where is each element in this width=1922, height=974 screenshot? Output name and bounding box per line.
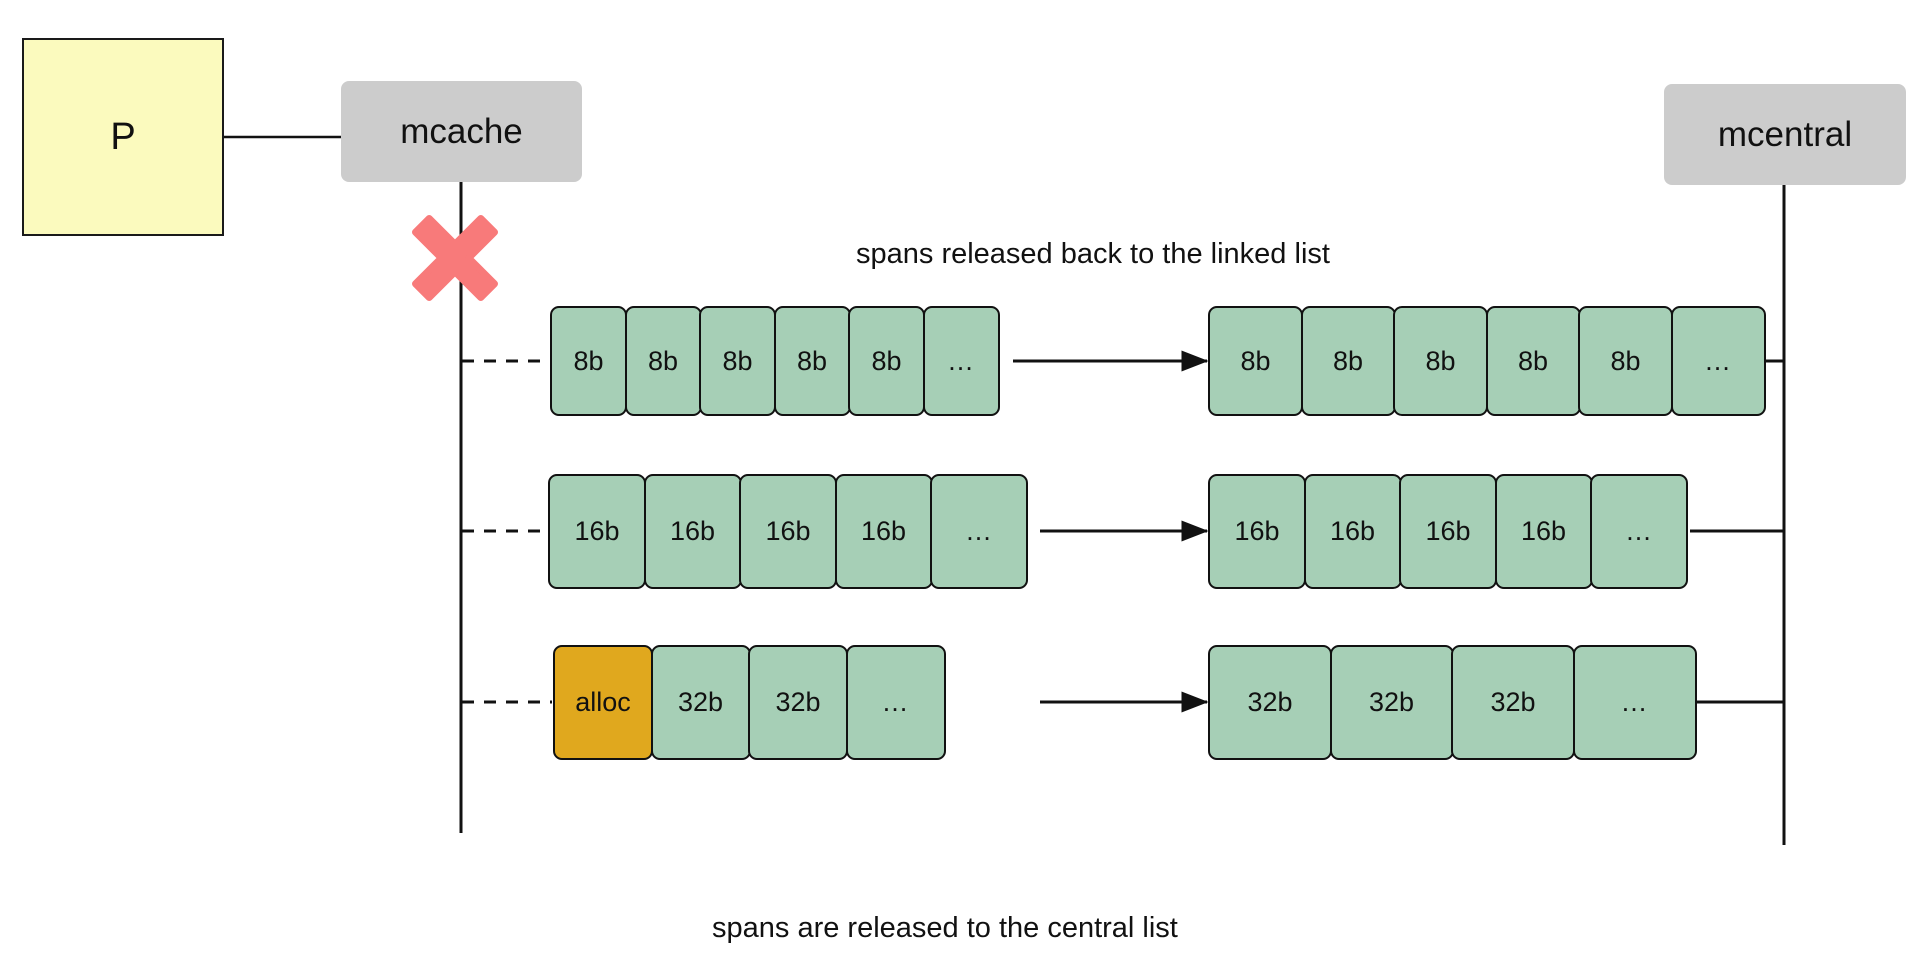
span-cell-ellipsis: … (922, 306, 1000, 416)
span-cell-span: 8b (1300, 306, 1396, 416)
span-cell-span: 16b (548, 474, 646, 589)
node-p-label: P (110, 115, 136, 158)
span-cell-span: 8b (1485, 306, 1581, 416)
red-x-icon (412, 215, 498, 301)
span-cell-span: 16b (739, 474, 837, 589)
span-cell-span: 32b (650, 645, 751, 760)
span-cell-span: 8b (624, 306, 702, 416)
node-mcentral: mcentral (1664, 84, 1906, 185)
span-cell-ellipsis: … (930, 474, 1028, 589)
span-cell-ellipsis: … (1670, 306, 1766, 416)
span-cell-span: 8b (773, 306, 851, 416)
span-cell-alloc: alloc (553, 645, 653, 760)
span-cell-span: 8b (1208, 306, 1303, 416)
node-p: P (22, 38, 224, 236)
span-cell-span: 32b (1208, 645, 1332, 760)
node-mcache: mcache (341, 81, 582, 182)
span-cell-span: 8b (550, 306, 627, 416)
span-cell-span: 8b (699, 306, 776, 416)
span-cell-ellipsis: … (845, 645, 946, 760)
span-cell-span: 32b (1451, 645, 1575, 760)
span-cell-span: 16b (1399, 474, 1497, 589)
span-cell-span: 16b (1494, 474, 1593, 589)
span-cell-span: 16b (643, 474, 742, 589)
caption-linked-list: spans released back to the linked list (856, 238, 1330, 270)
span-cell-span: 16b (834, 474, 933, 589)
node-mcentral-label: mcentral (1717, 114, 1853, 154)
span-cell-span: 32b (748, 645, 848, 760)
caption-central-list: spans are released to the central list (712, 912, 1178, 944)
span-cell-span: 8b (1578, 306, 1673, 416)
span-cell-span: 16b (1208, 474, 1306, 589)
span-cell-ellipsis: … (1572, 645, 1697, 760)
span-cell-span: 32b (1329, 645, 1454, 760)
span-cell-ellipsis: … (1590, 474, 1688, 589)
span-cell-span: 8b (848, 306, 925, 416)
span-cell-span: 8b (1393, 306, 1488, 416)
span-cell-span: 16b (1303, 474, 1402, 589)
node-mcache-label: mcache (400, 111, 523, 151)
